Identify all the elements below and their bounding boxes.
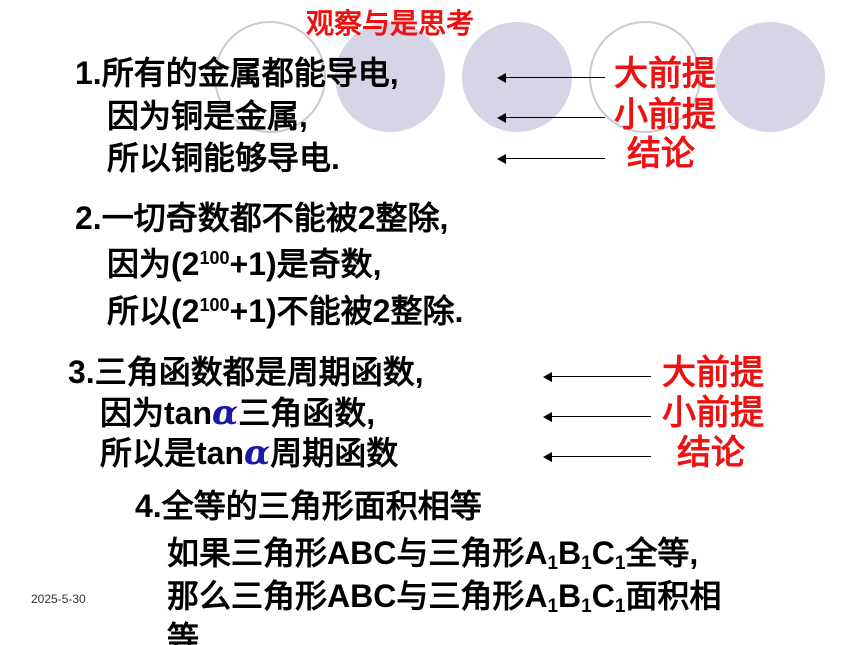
example4-conclusion: 那么三角形ABC与三角形A1B1C1面积相 bbox=[167, 578, 722, 617]
arrow-left-icon bbox=[543, 451, 651, 463]
label-minor-premise: 小前提 bbox=[614, 96, 716, 134]
arrow-left-icon bbox=[497, 112, 605, 124]
example2-minor-premise: 因为(2100+1)是奇数, bbox=[107, 246, 382, 282]
example4-minor-premise: 如果三角形ABC与三角形A1B1C1全等, bbox=[167, 535, 699, 574]
outline-circle bbox=[214, 21, 326, 133]
example1-conclusion: 所以铜能够导电. bbox=[107, 140, 340, 176]
example1-minor-premise: 因为铜是金属, bbox=[107, 98, 308, 134]
arrow-left-icon bbox=[543, 371, 651, 383]
label-minor-premise: 小前提 bbox=[662, 394, 764, 432]
filled-circle bbox=[335, 22, 445, 132]
example4-major-premise: 4.全等的三角形面积相等 bbox=[135, 488, 482, 524]
example2-major-premise: 2.一切奇数都不能被2整除, bbox=[75, 200, 449, 236]
label-major-premise: 大前提 bbox=[662, 354, 764, 392]
example2-conclusion: 所以(2100+1)不能被2整除. bbox=[107, 293, 464, 329]
example1-major-premise: 1.所有的金属都能导电, bbox=[75, 55, 399, 91]
arrow-left-icon bbox=[497, 153, 605, 165]
filled-circle bbox=[715, 22, 825, 132]
example3-minor-premise: 因为tanα三角函数, bbox=[100, 393, 376, 433]
label-major-premise: 大前提 bbox=[614, 55, 716, 93]
arrow-left-icon bbox=[543, 411, 651, 423]
label-conclusion: 结论 bbox=[627, 135, 695, 173]
example4-conclusion-continued: 等 bbox=[167, 620, 200, 645]
slide-date: 2025-5-30 bbox=[31, 592, 86, 606]
example3-major-premise: 3.三角函数都是周期函数, bbox=[68, 354, 424, 390]
slide-title: 观察与是思考 bbox=[306, 8, 475, 39]
example3-conclusion: 所以是tanα周期函数 bbox=[100, 433, 399, 473]
label-conclusion: 结论 bbox=[677, 434, 745, 472]
arrow-left-icon bbox=[497, 72, 605, 84]
